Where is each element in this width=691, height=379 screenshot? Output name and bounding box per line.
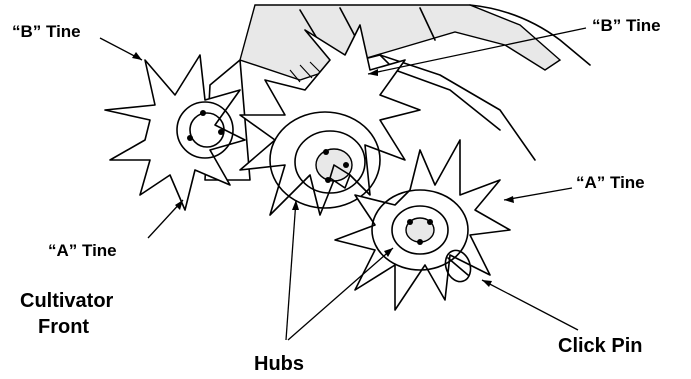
- click-pin-label: Click Pin: [558, 335, 642, 357]
- b-tine-right-label: “B” Tine: [592, 16, 661, 35]
- hubs-label: Hubs: [254, 353, 304, 375]
- cultivator-label-line1: Cultivator: [20, 290, 114, 312]
- leader-hubs-2: [287, 247, 394, 341]
- b-tine-left-label: “B” Tine: [12, 22, 81, 41]
- shaft-housing: [204, 4, 591, 181]
- left-tine-assembly: [104, 54, 246, 211]
- leader-b-tine-right: [367, 27, 587, 75]
- cultivator-label-line2: Front: [38, 316, 89, 338]
- leader-lines: [99, 27, 587, 341]
- leader-click-pin: [481, 279, 579, 331]
- leader-hubs-1: [285, 199, 297, 341]
- right-tine-assembly: [334, 139, 511, 311]
- click-pin: [444, 249, 472, 283]
- a-tine-left-label: “A” Tine: [48, 241, 117, 260]
- a-tine-right-label: “A” Tine: [576, 173, 645, 192]
- leader-a-tine-right: [503, 187, 573, 201]
